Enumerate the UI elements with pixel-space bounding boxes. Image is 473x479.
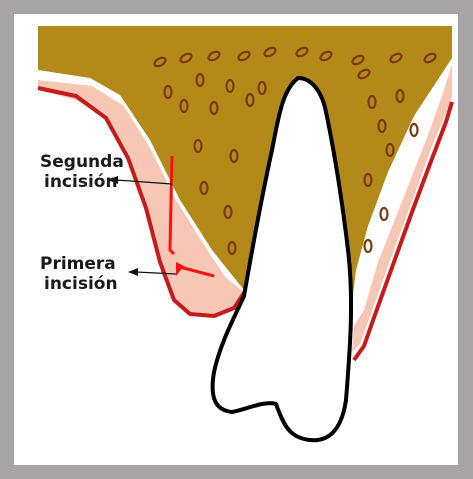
- diagram-frame: Segunda incisión Primera incisión: [14, 14, 458, 465]
- first-incision-label: Primera incisión: [40, 254, 118, 294]
- first-incision-label-line1: Primera: [40, 254, 118, 274]
- first-incision-label-line2: incisión: [44, 274, 118, 294]
- bone-pore: [365, 240, 372, 252]
- bone-pore: [381, 208, 388, 220]
- second-incision-label: Segunda incisión: [40, 152, 124, 192]
- second-incision-label-line2: incisión: [44, 172, 124, 192]
- bone-pore: [411, 124, 418, 136]
- second-incision-label-line1: Segunda: [40, 152, 124, 172]
- gingival-incision-diagram: [14, 14, 458, 465]
